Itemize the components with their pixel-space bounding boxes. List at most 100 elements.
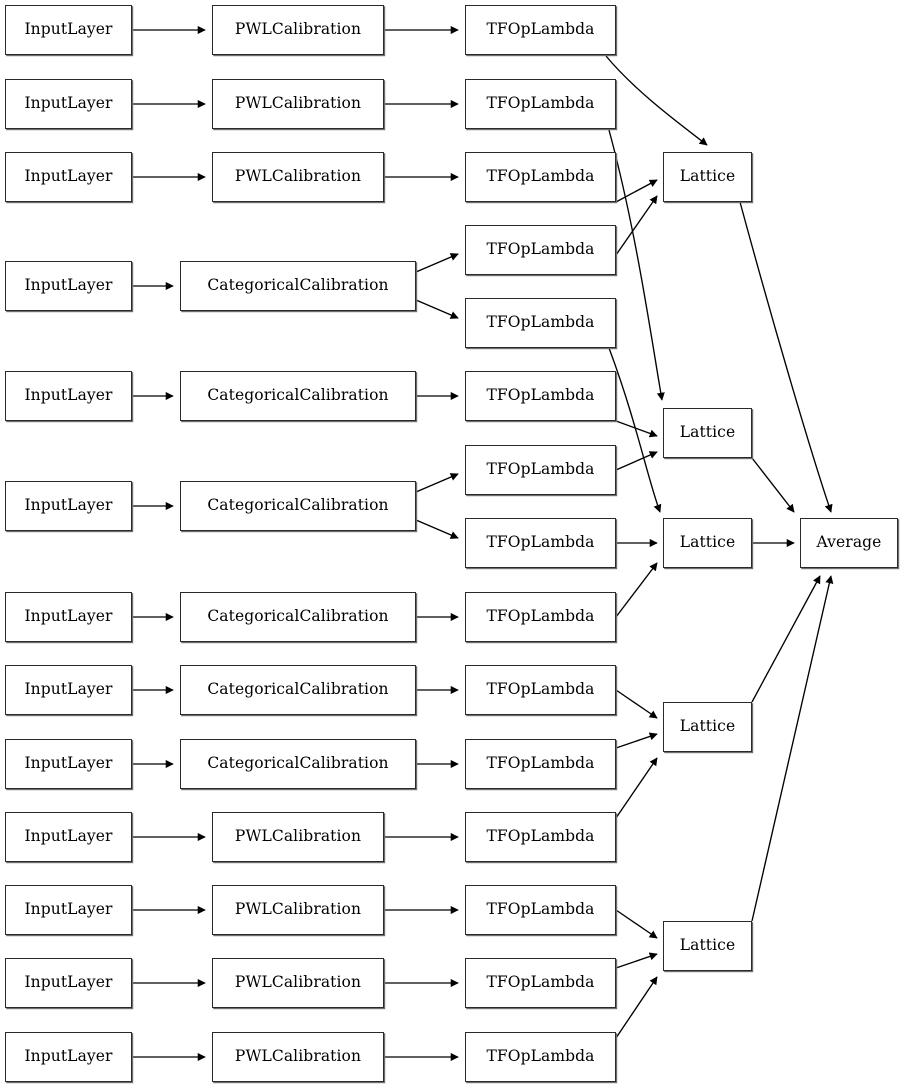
edge-op2-to-lat0: [615, 179, 658, 203]
node-label: TFOpLambda: [486, 973, 595, 992]
node-label: Lattice: [679, 423, 736, 442]
node-cal2[interactable]: PWLCalibration: [212, 152, 384, 202]
node-label: InputLayer: [24, 276, 113, 295]
node-op14[interactable]: TFOpLambda: [465, 1032, 616, 1082]
edge-lat3-to-avg: [751, 575, 821, 703]
edge-op5-to-lat1: [615, 420, 658, 438]
node-in7[interactable]: InputLayer: [5, 665, 132, 715]
node-label: InputLayer: [24, 900, 113, 919]
node-label: Lattice: [679, 167, 736, 186]
edge-cal3-to-op4: [415, 299, 459, 319]
node-in4[interactable]: InputLayer: [5, 371, 132, 421]
node-in5[interactable]: InputLayer: [5, 481, 132, 531]
node-op4[interactable]: TFOpLambda: [465, 298, 616, 348]
node-label: PWLCalibration: [234, 94, 362, 113]
node-label: InputLayer: [24, 1047, 113, 1066]
node-op10[interactable]: TFOpLambda: [465, 739, 616, 789]
node-op0[interactable]: TFOpLambda: [465, 5, 616, 55]
node-cal3[interactable]: CategoricalCalibration: [180, 261, 416, 311]
node-op1[interactable]: TFOpLambda: [465, 79, 616, 129]
node-label: InputLayer: [24, 20, 113, 39]
node-label: TFOpLambda: [486, 754, 595, 773]
node-label: CategoricalCalibration: [207, 607, 389, 626]
node-in11[interactable]: InputLayer: [5, 958, 132, 1008]
node-in3[interactable]: InputLayer: [5, 261, 132, 311]
node-lat4[interactable]: Lattice: [663, 921, 752, 971]
edge-op9-to-lat3: [615, 689, 658, 719]
node-cal11[interactable]: PWLCalibration: [212, 958, 384, 1008]
node-op9[interactable]: TFOpLambda: [465, 665, 616, 715]
node-in12[interactable]: InputLayer: [5, 1032, 132, 1082]
node-in0[interactable]: InputLayer: [5, 5, 132, 55]
node-in1[interactable]: InputLayer: [5, 79, 132, 129]
node-label: Lattice: [679, 717, 736, 736]
node-cal7[interactable]: CategoricalCalibration: [180, 665, 416, 715]
node-lat2[interactable]: Lattice: [663, 518, 752, 568]
node-label: TFOpLambda: [486, 20, 595, 39]
edge-op8-to-lat2: [615, 562, 658, 618]
node-label: TFOpLambda: [486, 827, 595, 846]
edge-op12-to-lat4: [615, 909, 658, 939]
node-op7[interactable]: TFOpLambda: [465, 518, 616, 568]
node-label: CategoricalCalibration: [207, 680, 389, 699]
edge-cal3-to-op3: [415, 253, 459, 273]
edge-op6-to-lat1: [615, 451, 658, 471]
node-label: InputLayer: [24, 680, 113, 699]
node-label: Average: [816, 533, 882, 552]
node-cal5[interactable]: CategoricalCalibration: [180, 481, 416, 531]
node-label: PWLCalibration: [234, 167, 362, 186]
node-cal4[interactable]: CategoricalCalibration: [180, 371, 416, 421]
node-in2[interactable]: InputLayer: [5, 152, 132, 202]
node-label: TFOpLambda: [486, 533, 595, 552]
node-label: InputLayer: [24, 754, 113, 773]
node-op8[interactable]: TFOpLambda: [465, 592, 616, 642]
node-op2[interactable]: TFOpLambda: [465, 152, 616, 202]
node-label: InputLayer: [24, 607, 113, 626]
node-op3[interactable]: TFOpLambda: [465, 225, 616, 275]
node-label: TFOpLambda: [486, 460, 595, 479]
node-label: TFOpLambda: [486, 386, 595, 405]
node-label: PWLCalibration: [234, 973, 362, 992]
edge-op13-to-lat4: [615, 952, 658, 969]
node-op11[interactable]: TFOpLambda: [465, 812, 616, 862]
node-cal8[interactable]: CategoricalCalibration: [180, 739, 416, 789]
node-label: TFOpLambda: [486, 167, 595, 186]
node-label: TFOpLambda: [486, 1047, 595, 1066]
node-label: TFOpLambda: [486, 94, 595, 113]
node-cal0[interactable]: PWLCalibration: [212, 5, 384, 55]
node-lat1[interactable]: Lattice: [663, 408, 752, 458]
node-op13[interactable]: TFOpLambda: [465, 958, 616, 1008]
node-label: PWLCalibration: [234, 827, 362, 846]
node-op12[interactable]: TFOpLambda: [465, 885, 616, 935]
edge-op0-to-lat0: [605, 55, 708, 146]
node-label: InputLayer: [24, 386, 113, 405]
node-op5[interactable]: TFOpLambda: [465, 371, 616, 421]
edge-op11-to-lat3: [615, 757, 658, 819]
node-in10[interactable]: InputLayer: [5, 885, 132, 935]
node-lat3[interactable]: Lattice: [663, 702, 752, 752]
node-cal10[interactable]: PWLCalibration: [212, 885, 384, 935]
node-cal12[interactable]: PWLCalibration: [212, 1032, 384, 1082]
node-label: InputLayer: [24, 167, 113, 186]
node-label: InputLayer: [24, 973, 113, 992]
node-avg[interactable]: Average: [800, 518, 898, 568]
node-in8[interactable]: InputLayer: [5, 739, 132, 789]
node-cal1[interactable]: PWLCalibration: [212, 79, 384, 129]
edge-cal5-to-op6: [415, 473, 459, 493]
node-label: PWLCalibration: [234, 20, 362, 39]
node-cal6[interactable]: CategoricalCalibration: [180, 592, 416, 642]
node-cal9[interactable]: PWLCalibration: [212, 812, 384, 862]
edge-lat0-to-avg: [739, 201, 833, 513]
node-lat0[interactable]: Lattice: [663, 152, 752, 202]
node-label: CategoricalCalibration: [207, 386, 389, 405]
node-label: CategoricalCalibration: [207, 496, 389, 515]
node-label: TFOpLambda: [486, 680, 595, 699]
node-in9[interactable]: InputLayer: [5, 812, 132, 862]
node-in6[interactable]: InputLayer: [5, 592, 132, 642]
node-label: TFOpLambda: [486, 313, 595, 332]
node-op6[interactable]: TFOpLambda: [465, 445, 616, 495]
node-label: PWLCalibration: [234, 900, 362, 919]
node-label: TFOpLambda: [486, 607, 595, 626]
node-label: Lattice: [679, 533, 736, 552]
